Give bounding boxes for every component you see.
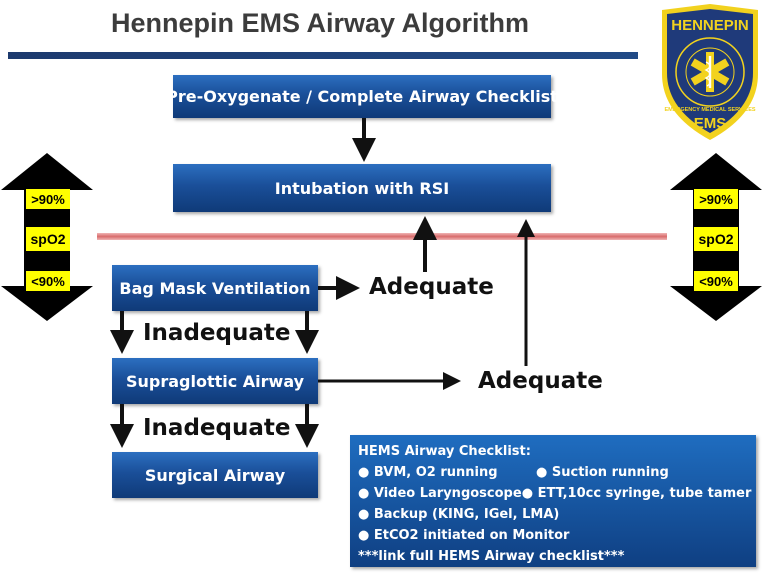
star-of-life-icon xyxy=(690,52,730,92)
bullet-icon: ● xyxy=(358,507,370,522)
hems-airway-checklist: HEMS Airway Checklist: ● BVM, O2 running… xyxy=(350,435,756,567)
bag-mask-box: Bag Mask Ventilation xyxy=(112,265,318,311)
left-above-90: >90% xyxy=(26,189,70,209)
checklist-row: ● Backup (KING, IGel, LMA) xyxy=(358,504,748,525)
supraglottic-box: Supraglottic Airway xyxy=(112,358,318,404)
bullet-icon: ● xyxy=(521,486,534,501)
title-rule xyxy=(8,52,638,59)
preoxygenate-box: Pre-Oxygenate / Complete Airway Checklis… xyxy=(166,75,558,118)
checklist-title: HEMS Airway Checklist: xyxy=(358,444,531,459)
right-above-90: >90% xyxy=(694,189,738,209)
surgical-box: Surgical Airway xyxy=(112,452,318,498)
left-below-90: <90% xyxy=(26,271,70,291)
checklist-item: BVM, O2 running xyxy=(373,465,498,480)
logo-badge: HENNEPIN EMERGENCY MEDICAL SERVICES EMS xyxy=(662,4,758,140)
intubation-box: Intubation with RSI xyxy=(173,164,551,212)
bullet-icon: ● xyxy=(358,465,370,480)
right-below-90: <90% xyxy=(694,271,738,291)
checklist-item: ETT,10cc syringe, tube tamer xyxy=(537,486,752,501)
checklist-row: ● BVM, O2 running ● Suction running xyxy=(358,462,748,483)
checklist-row: ● EtCO2 initiated on Monitor xyxy=(358,525,748,546)
inadequate-label-1: Inadequate xyxy=(143,320,291,346)
inadequate-label-2: Inadequate xyxy=(143,415,291,441)
bullet-icon: ● xyxy=(358,486,370,501)
checklist-row: ● Video Laryngoscope ● ETT,10cc syringe,… xyxy=(358,483,751,504)
left-spo2-label: spO2 xyxy=(26,227,70,251)
checklist-link[interactable]: ***link full HEMS Airway checklist*** xyxy=(358,549,625,564)
adequate-label-1: Adequate xyxy=(369,274,494,300)
logo-bottom-text: EMS xyxy=(694,115,727,132)
bullet-icon: ● xyxy=(358,528,370,543)
page-title: Hennepin EMS Airway Algorithm xyxy=(110,8,530,38)
right-spo2-label: spO2 xyxy=(694,227,738,251)
checklist-item: EtCO2 initiated on Monitor xyxy=(373,528,570,543)
checklist-item: Video Laryngoscope xyxy=(373,486,522,501)
checklist-item: Suction running xyxy=(551,465,669,480)
checklist-item: Backup (KING, IGel, LMA) xyxy=(373,507,560,522)
adequate-label-2: Adequate xyxy=(478,368,603,394)
bullet-icon: ● xyxy=(536,465,548,480)
logo-top-text: HENNEPIN xyxy=(671,17,749,34)
logo-ring-text: EMERGENCY MEDICAL SERVICES xyxy=(664,107,755,113)
spo2-divider xyxy=(97,233,667,240)
